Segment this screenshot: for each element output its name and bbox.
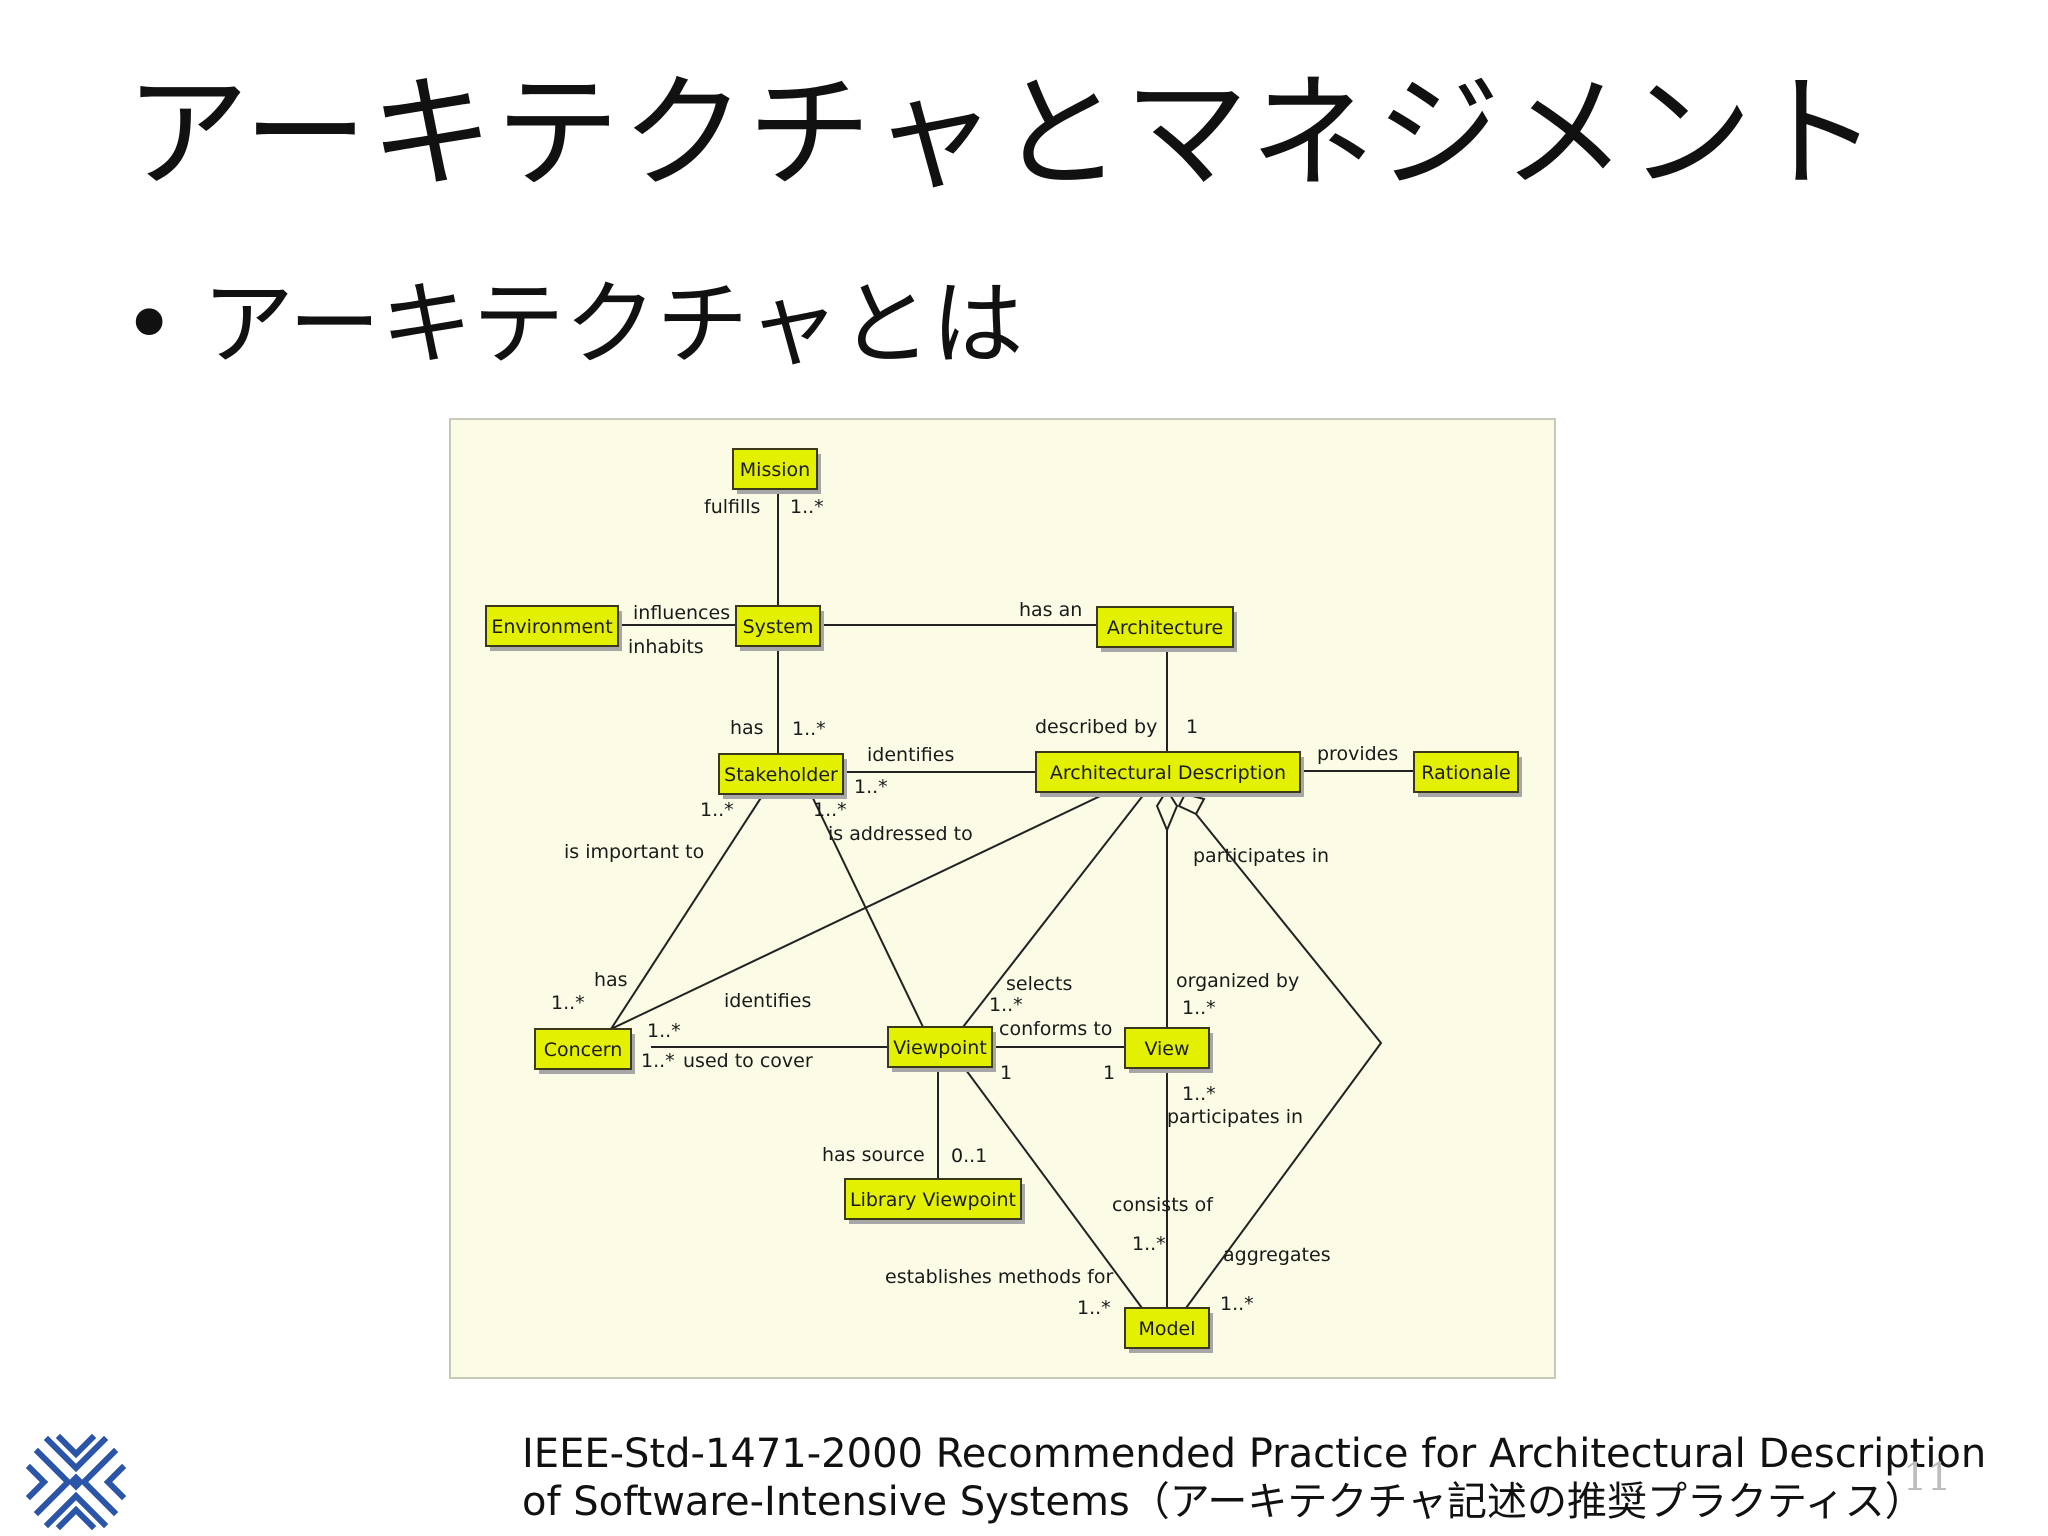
node-system: System <box>735 605 824 651</box>
figure-caption: IEEE-Std-1471-2000 Recommended Practice … <box>522 1430 1986 1526</box>
bullet-marker: • <box>122 271 177 378</box>
label-organized-by: organized by <box>1176 970 1299 992</box>
svg-text:Library Viewpoint: Library Viewpoint <box>850 1189 1016 1211</box>
svg-text:Rationale: Rationale <box>1421 762 1510 784</box>
label-aggregates-mult: 1..* <box>1220 1293 1254 1315</box>
caption-line-1: IEEE-Std-1471-2000 Recommended Practice … <box>522 1431 1987 1477</box>
label-concern-has: has <box>594 969 628 991</box>
label-has-mult: 1..* <box>792 718 826 740</box>
diagram-labels: fulfills 1..* influences inhabits has an… <box>551 496 1398 1319</box>
label-participates-in-bottom: participates in <box>1167 1106 1303 1128</box>
label-has: has <box>730 717 764 739</box>
label-conforms-view-mult: 1 <box>1103 1062 1115 1084</box>
label-inhabits: inhabits <box>628 636 704 658</box>
page-number: 11 <box>1903 1455 1952 1499</box>
label-is-important-to-mult: 1..* <box>700 799 734 821</box>
edge-description-viewpoint <box>962 788 1149 1028</box>
label-used-to-cover: used to cover <box>683 1050 813 1072</box>
label-aggregates: aggregates <box>1223 1244 1331 1266</box>
node-architectural-description: Architectural Description <box>1035 751 1304 797</box>
aggregation-diamond-view <box>1155 788 1179 833</box>
svg-text:Architectural Description: Architectural Description <box>1050 762 1286 784</box>
node-stakeholder: Stakeholder <box>718 753 847 799</box>
node-model: Model <box>1124 1307 1213 1353</box>
label-identifies-bottom: identifies <box>724 990 811 1012</box>
label-view-participates-mult: 1..* <box>1182 1083 1216 1105</box>
svg-text:System: System <box>743 616 814 638</box>
node-environment: Environment <box>485 605 622 651</box>
svg-text:Concern: Concern <box>544 1039 623 1061</box>
edge-description-model-aggregates <box>1185 813 1383 1309</box>
node-rationale: Rationale <box>1413 751 1522 797</box>
node-architecture: Architecture <box>1096 606 1237 652</box>
edge-viewpoint-model <box>962 1065 1143 1309</box>
uml-diagram-canvas: Mission Environment System Architecture … <box>485 448 1522 1353</box>
node-viewpoint: Viewpoint <box>887 1026 996 1072</box>
label-consists-of-mult: 1..* <box>1132 1233 1166 1255</box>
aggregation-diamond-model <box>1177 792 1206 816</box>
label-fulfills: fulfills <box>704 496 760 518</box>
label-is-addressed-to: is addressed to <box>828 823 973 845</box>
label-conforms-to: conforms to <box>999 1018 1112 1040</box>
slide-title: アーキテクチャとマネジメント <box>125 62 1881 206</box>
svg-text:Viewpoint: Viewpoint <box>893 1037 987 1059</box>
label-fulfills-mult: 1..* <box>790 496 824 518</box>
label-identifies-top: identifies <box>867 744 954 766</box>
label-organized-by-mult: 1..* <box>1182 997 1216 1019</box>
label-consists-of: consists of <box>1112 1194 1214 1216</box>
edge-stakeholder-concern <box>610 789 767 1030</box>
label-described-by: described by <box>1035 716 1157 738</box>
svg-text:View: View <box>1144 1038 1189 1060</box>
caption-line-2: of Software-Intensive Systems（アーキテクチャ記述の… <box>522 1479 1925 1525</box>
label-establishes-methods-for: establishes methods for <box>885 1266 1113 1288</box>
bullet-text: アーキテクチャとは <box>202 271 1024 378</box>
label-provides: provides <box>1317 743 1398 765</box>
label-is-important-to: is important to <box>564 841 704 863</box>
label-conforms-vp-mult: 1 <box>1000 1062 1012 1084</box>
label-identifies-top-mult: 1..* <box>854 776 888 798</box>
node-mission: Mission <box>732 448 821 494</box>
label-influences: influences <box>633 602 730 624</box>
label-is-addressed-to-mult: 1..* <box>813 799 847 821</box>
label-selects-mult: 1..* <box>989 994 1023 1016</box>
label-has-source: has source <box>822 1144 925 1166</box>
svg-text:Stakeholder: Stakeholder <box>724 764 838 786</box>
company-logo <box>26 1433 126 1531</box>
bullet-item: •アーキテクチャとは <box>122 270 1024 380</box>
svg-text:Environment: Environment <box>491 616 612 638</box>
label-concern-cover-mult: 1..* <box>641 1050 675 1072</box>
label-described-by-mult: 1 <box>1186 716 1198 738</box>
node-concern: Concern <box>534 1028 635 1074</box>
label-establishes-mult: 1..* <box>1077 1297 1111 1319</box>
node-library-viewpoint: Library Viewpoint <box>844 1178 1025 1224</box>
diagram-edges <box>610 468 1414 1309</box>
edge-description-concern <box>610 788 1116 1030</box>
uml-diagram: Mission Environment System Architecture … <box>449 418 1556 1379</box>
node-view: View <box>1124 1027 1213 1073</box>
label-concern-has-mult: 1..* <box>551 992 585 1014</box>
label-selects: selects <box>1006 973 1072 995</box>
label-participates-in-top: participates in <box>1193 845 1329 867</box>
svg-text:Mission: Mission <box>740 459 810 481</box>
label-has-source-mult: 0..1 <box>951 1145 987 1167</box>
svg-text:Architecture: Architecture <box>1107 617 1223 639</box>
label-concern-used-mult: 1..* <box>647 1020 681 1042</box>
label-has-an: has an <box>1019 599 1082 621</box>
svg-text:Model: Model <box>1138 1318 1195 1340</box>
